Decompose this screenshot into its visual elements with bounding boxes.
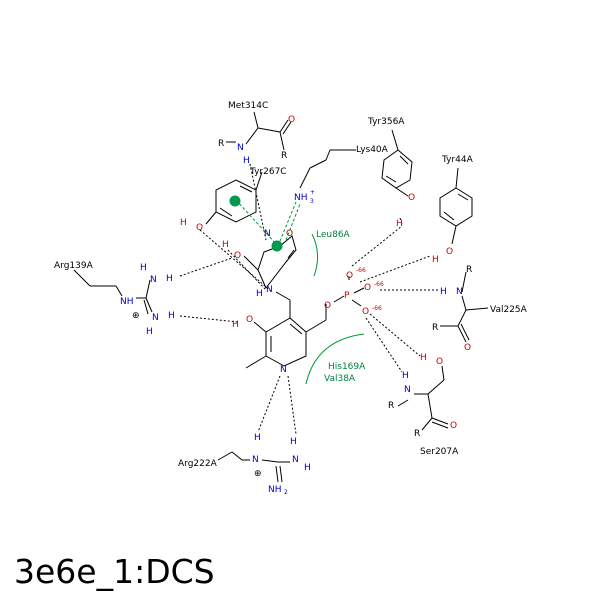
atom-h-ser207: H [402,371,409,381]
ligand-bonds [243,235,365,369]
atom-nh3-lys40: NH [294,193,308,203]
atom-o-ser207: O [450,421,457,431]
atom-n-ring: N [264,229,271,239]
atom-o-tyr356: O [408,193,415,203]
atom-o-p1: O [346,271,353,281]
atom-nh3-plus: + [310,189,315,196]
atom-h-tyr356: H [396,219,403,229]
ligand-ring-centroid [271,240,283,252]
atom-o-p3-charge: -66 [372,305,382,312]
atom-o-tyr267: O [196,223,203,233]
label-val225a: Val225A [490,305,528,315]
atom-o-ester: O [324,301,331,311]
label-arg139a: Arg139A [54,261,94,271]
atom-r-ser207: R [388,401,394,411]
label-tyr267c: Tyr267C [249,167,287,177]
atom-plus-arg222: ⊕ [254,469,262,479]
diagram-title: 3e6e_1:DCS [14,552,215,591]
atom-n-pyridine: N [280,365,287,375]
residue-labels: Met314C Tyr267C Lys40A Tyr356A Tyr44A Le… [54,101,528,469]
label-val38a: Val38A [324,374,356,384]
atom-n-val225: N [456,287,463,297]
pi-contacts [229,195,365,385]
atom-nh-arg139: NH [120,297,134,307]
label-met314c: Met314C [228,101,268,111]
atom-h-ser207-oh: H [420,353,427,363]
atom-n-ser207: N [404,385,411,395]
atom-h-amine: H [256,289,263,299]
atom-h-arg139-1: H [140,263,147,273]
atom-o-ser207-oh: O [436,357,443,367]
atom-o-ring: O [286,229,293,239]
label-lys40a: Lys40A [356,145,389,155]
atom-nh2-arg222: NH [268,485,282,495]
atom-o-p3: O [362,307,369,317]
atom-h-arg139-4: H [146,327,153,337]
atom-h-arg222-2: H [290,437,297,447]
atom-nh2-sub: 2 [284,489,288,496]
atom-h-tyr267: H [180,218,187,228]
leu86a-contact-arc [311,233,318,277]
atom-h-arg222-1: H [254,433,261,443]
his169a-contact-arc [305,333,365,385]
label-tyr356a: Tyr356A [367,117,405,127]
atom-r-met: R [218,139,224,149]
atom-p: P [344,291,350,301]
atom-n-amine: N [266,285,273,295]
atom-o-p2: O [364,283,371,293]
label-ser207a: Ser207A [420,447,459,457]
atom-o-met: O [288,115,295,125]
atom-nh3-sub: 3 [310,198,314,205]
atom-h-met: H [243,156,250,166]
atom-r-ser207-2: R [414,429,420,439]
atom-o-phenol: O [246,315,253,325]
tyr267c-ring-centroid [229,195,241,207]
atom-h-ring-oh: H [222,240,229,250]
atom-r-val225: R [466,265,472,275]
atom-o-val225: O [464,343,471,353]
atom-n-arg222-2: N [292,455,299,465]
label-tyr44a: Tyr44A [441,155,474,165]
atom-n-arg139-1: N [150,275,157,285]
atom-r-met-2: R [281,151,287,161]
atom-labels: R N H O R H O NH 3 + N O H O H N H O N O… [120,115,472,496]
residue-bonds [73,111,489,483]
atom-o-p2-charge: -66 [374,281,384,288]
atom-h-phenol: H [232,320,239,330]
hydrogen-bonds [179,163,438,435]
atom-h-arg222-3: H [304,463,311,473]
atom-n-arg139-2: N [152,313,159,323]
atom-n-arg222-1: N [252,455,259,465]
atom-h-tyr44: H [432,255,439,265]
atom-h-val225: H [440,287,447,297]
atom-o-p1-charge: -66 [356,267,366,274]
label-leu86a: Leu86A [316,230,351,240]
label-his169a: His169A [328,362,366,372]
atom-h-arg139-2: H [166,274,173,284]
atom-r-val225-2: R [432,323,438,333]
label-arg222a: Arg222A [178,459,218,469]
atom-h-arg139-3: H [168,311,175,321]
atom-n-met: N [237,143,244,153]
atom-o-ring-oh: O [234,251,241,261]
atom-o-tyr44: O [446,247,453,257]
atom-plus-arg139: ⊕ [132,311,140,321]
